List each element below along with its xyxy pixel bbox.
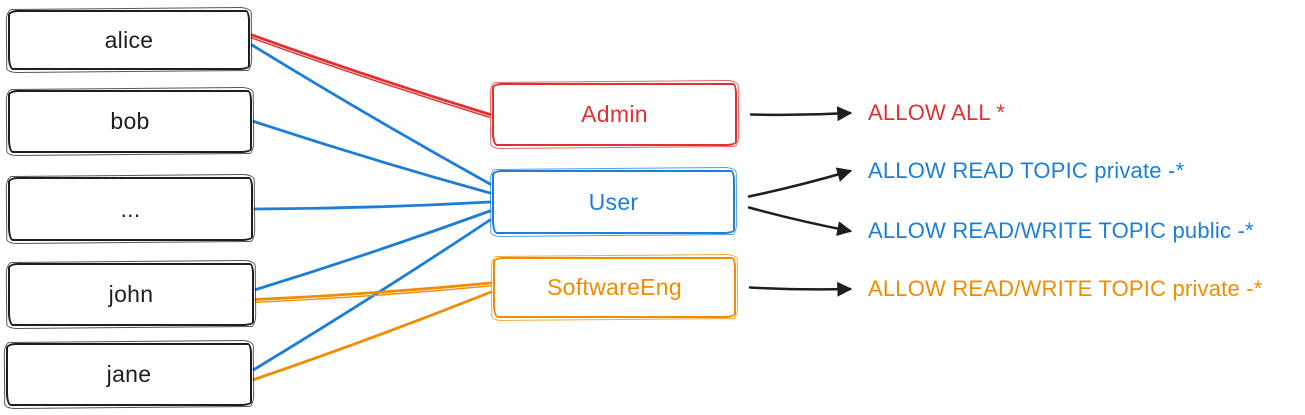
user-node-label: bob <box>110 108 150 134</box>
role-node-admin: Admin <box>492 83 737 146</box>
grant-arrow-softwareeng-rule-readwrite-private <box>748 281 853 297</box>
user-node-ellipsis: ... <box>8 177 253 241</box>
grant-arrow-user-rule-read-private <box>747 167 853 198</box>
membership-edge-echo-alice-admin <box>250 37 490 118</box>
role-node-softwareeng: SoftwareEng <box>493 257 736 318</box>
membership-edge-jane-softwareeng <box>252 290 493 381</box>
membership-edge-alice-user <box>250 43 492 186</box>
role-node-label: Admin <box>581 101 648 127</box>
membership-edge-bob-user <box>252 120 492 195</box>
role-node-label: SoftwareEng <box>547 274 682 300</box>
membership-edge-jane-user <box>252 218 492 371</box>
user-node-bob: bob <box>8 90 252 153</box>
user-node-jane: jane <box>6 343 252 406</box>
membership-edge-dots-user <box>253 200 492 211</box>
membership-edge-john-user <box>254 209 492 291</box>
user-node-label: john <box>108 281 154 307</box>
rule-text-allow-all: ALLOW ALL * <box>868 100 1006 125</box>
user-node-john: john <box>8 263 254 326</box>
user-node-label: ... <box>120 195 141 222</box>
membership-edge-echo-john-softwareeng <box>255 285 492 303</box>
grant-arrow-user-rule-readwrite-public <box>747 206 853 236</box>
rule-text-readwrite-public: ALLOW READ/WRITE TOPIC public -* <box>868 218 1254 243</box>
user-node-label: jane <box>106 361 152 387</box>
role-node-user: User <box>492 170 735 234</box>
rule-text-readwrite-private: ALLOW READ/WRITE TOPIC private -* <box>868 276 1263 301</box>
grant-arrow-admin-rule-allow-all <box>749 106 853 122</box>
role-node-label: User <box>588 188 639 215</box>
membership-edge-john-softwareeng <box>254 281 493 301</box>
membership-edge-alice-admin <box>250 33 492 116</box>
user-node-alice: alice <box>8 10 250 70</box>
rule-text-read-private: ALLOW READ TOPIC private -* <box>868 158 1185 183</box>
user-node-label: alice <box>104 26 154 53</box>
